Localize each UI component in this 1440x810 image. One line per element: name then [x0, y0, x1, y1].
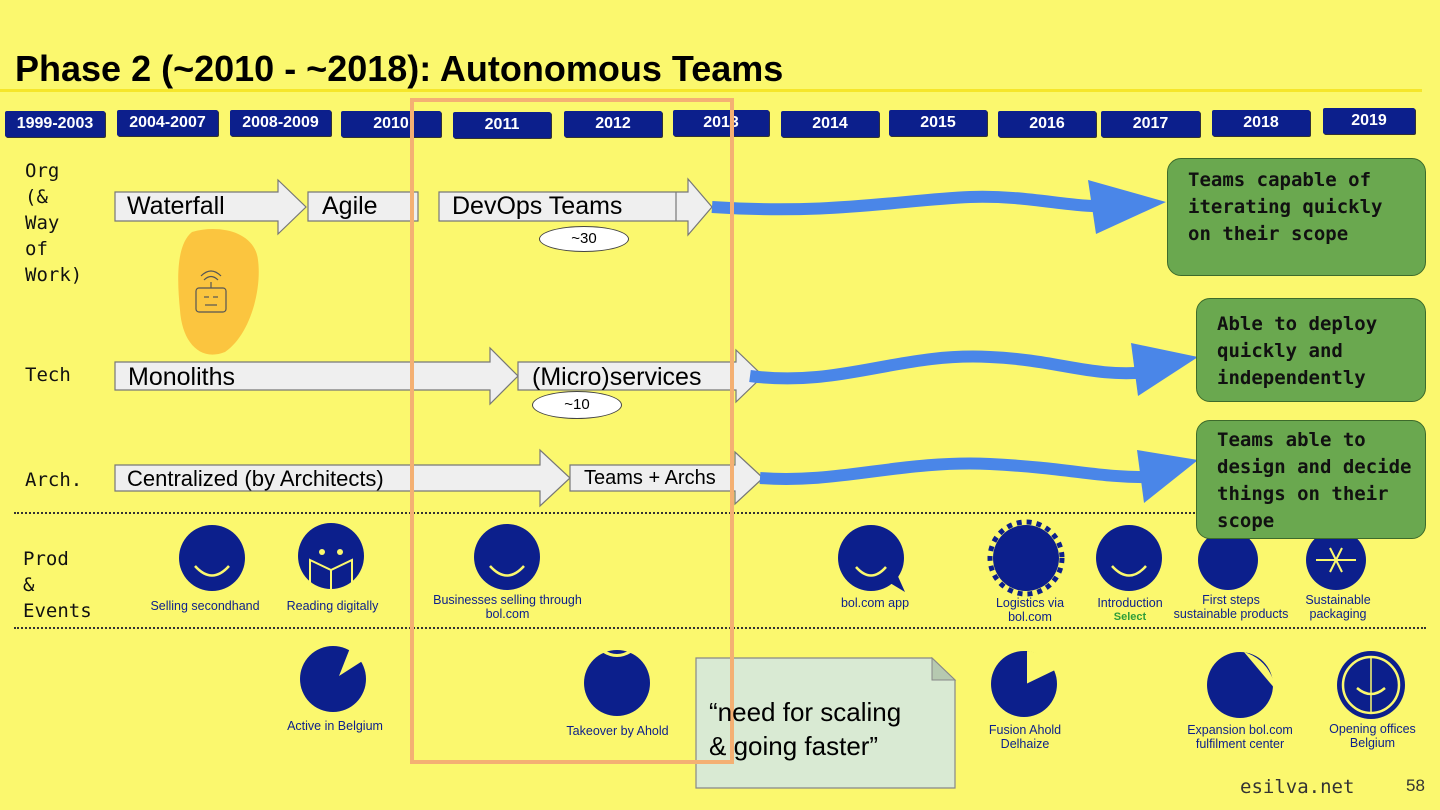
outcome-arch: Teams able to design and decide things o…: [1196, 420, 1426, 539]
product-caption: Sustainable packaging: [1305, 593, 1371, 621]
arch-blue-arrowhead: [1137, 450, 1198, 503]
separator-line: [14, 627, 1426, 629]
year-label: 2018: [1212, 110, 1310, 136]
org-blue-arrow: [711, 190, 1111, 216]
highlight-box: [410, 98, 734, 764]
year-label: 2011: [453, 112, 551, 138]
row-label-arch: Arch.: [25, 469, 83, 491]
org-blue-arrowhead: [1088, 180, 1166, 234]
product-caption: Businesses selling through bol.com: [433, 593, 582, 621]
leaf-icon: [1198, 530, 1258, 590]
waterfall-arrow: [114, 178, 307, 236]
centralized-label: Centralized (by Architects): [127, 466, 384, 491]
arch-blue-arrow: [759, 457, 1151, 485]
year-label: 2019: [1323, 108, 1415, 134]
smile-icon: [179, 525, 245, 591]
row-label-org: Org (& Way of Work): [25, 160, 83, 286]
year-label: 2017: [1101, 111, 1200, 137]
tech-blue-arrowhead: [1131, 343, 1198, 396]
smile-icon: [1096, 525, 1162, 591]
slide-title: Phase 2 (~2010 - ~2018): Autonomous Team…: [15, 48, 784, 89]
page-number: 58: [1406, 776, 1425, 795]
product-caption: bol.com app: [840, 596, 910, 610]
event-icons: [300, 643, 1405, 719]
agile-arrow: [307, 191, 419, 222]
year-label: 2012: [564, 111, 662, 137]
ahold-icon: [584, 650, 650, 716]
year-label: 2015: [889, 110, 987, 136]
product-caption: First steps sustainable products: [1173, 593, 1289, 621]
devops-label: DevOps Teams: [452, 192, 623, 220]
waterfall-label: Waterfall: [127, 192, 225, 220]
monoliths-arrow: [114, 346, 519, 406]
year-label: 2010: [341, 111, 441, 137]
fulfilment-icon: [1207, 652, 1273, 718]
microservices-count-badge: ~10: [532, 391, 622, 419]
quote-text: “need for scaling & going faster”: [709, 697, 902, 761]
microservices-arrow: [517, 348, 764, 404]
event-caption: Opening offices Belgium: [1329, 722, 1416, 750]
event-caption: Expansion bol.com fulfilment center: [1187, 723, 1293, 751]
year-label: 2016: [998, 111, 1096, 137]
product-caption: Selling secondhand: [150, 599, 260, 613]
teams-archs-arrow: [569, 450, 764, 506]
gear-icon: [993, 525, 1059, 591]
year-label: 2014: [781, 111, 879, 137]
agile-label: Agile: [322, 192, 378, 220]
quote-note: [695, 657, 956, 789]
centralized-arrow: [114, 448, 571, 508]
devops-count-badge: ~30: [539, 226, 629, 252]
separator-line: [14, 512, 1426, 514]
smile-icon: [474, 524, 540, 590]
app-bubble-icon: [838, 525, 904, 591]
microservices-label: (Micro)services: [532, 363, 702, 391]
product-icons: [179, 519, 1366, 598]
row-label-prod: Prod & Events: [23, 548, 92, 622]
footer-site: esilva.net: [1240, 776, 1355, 798]
event-caption: Active in Belgium: [287, 719, 383, 733]
event-caption: Fusion Ahold Delhaize: [988, 723, 1062, 751]
robot-sticker: [178, 229, 259, 355]
teams-archs-label: Teams + Archs: [584, 467, 716, 489]
title-underline: [0, 89, 1422, 92]
year-label: 2013: [673, 110, 769, 136]
year-label: 1999-2003: [5, 111, 105, 137]
year-label: 2008-2009: [230, 110, 331, 136]
monoliths-label: Monoliths: [128, 363, 235, 391]
product-caption: Logistics via bol.com: [995, 596, 1065, 624]
tech-blue-arrow: [749, 350, 1151, 385]
row-label-tech: Tech: [25, 364, 71, 386]
outcome-org: Teams capable of iterating quickly on th…: [1167, 158, 1426, 276]
year-label: 2004-2007: [117, 110, 218, 136]
product-caption: Reading digitally: [286, 599, 379, 613]
outcome-tech: Able to deploy quickly and independently: [1196, 298, 1426, 402]
product-caption-sub: Select: [1113, 611, 1147, 623]
product-caption: Introduction: [1097, 596, 1163, 610]
event-caption: Takeover by Ahold: [566, 724, 669, 738]
devops-arrow: [438, 177, 713, 237]
book-icon: [298, 523, 364, 589]
